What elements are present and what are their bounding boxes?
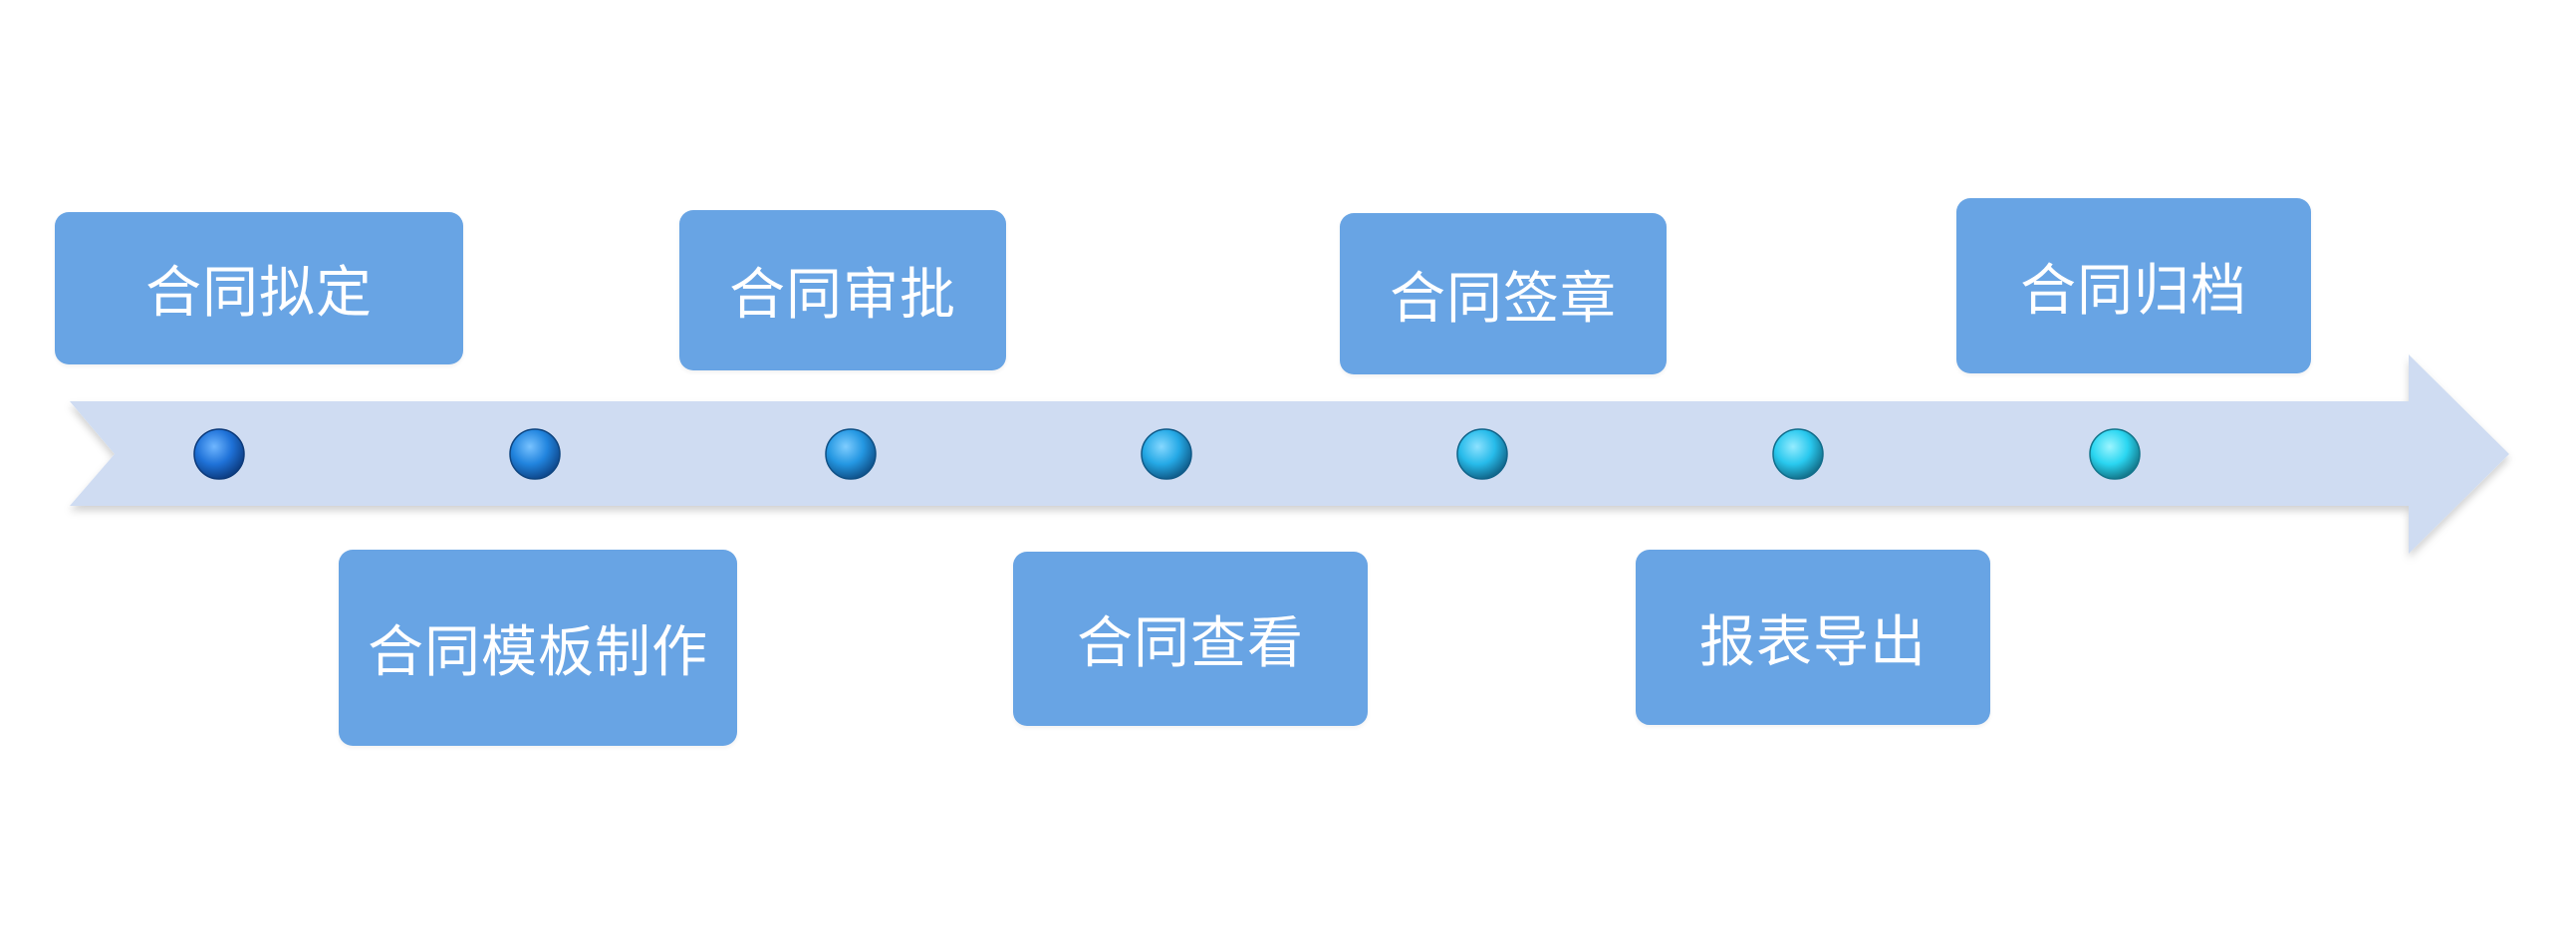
step-box-contract-view: 合同查看 <box>1013 552 1368 726</box>
timeline-node <box>1772 428 1824 480</box>
timeline-node <box>1141 428 1192 480</box>
arrow-body <box>70 354 2509 554</box>
step-label: 合同拟定 <box>145 261 373 326</box>
timeline-node <box>193 428 245 480</box>
timeline-node <box>825 428 877 480</box>
step-box-contract-draft: 合同拟定 <box>55 212 463 364</box>
step-label: 报表导出 <box>1699 609 1927 675</box>
step-box-report-export: 报表导出 <box>1636 550 1990 725</box>
step-label: 合同签章 <box>1390 266 1617 332</box>
timeline-node <box>509 428 561 480</box>
step-box-contract-template: 合同模板制作 <box>339 550 737 746</box>
step-box-contract-sign: 合同签章 <box>1340 213 1667 374</box>
step-box-contract-archive: 合同归档 <box>1956 198 2311 373</box>
timeline-node <box>1456 428 1508 480</box>
step-label: 合同审批 <box>729 263 956 328</box>
step-label: 合同模板制作 <box>368 620 708 685</box>
step-label: 合同查看 <box>1077 611 1304 676</box>
timeline-node <box>2089 428 2141 480</box>
step-label: 合同归档 <box>2020 258 2247 324</box>
timeline-nodes <box>193 428 2141 480</box>
step-box-contract-approval: 合同审批 <box>679 210 1006 370</box>
